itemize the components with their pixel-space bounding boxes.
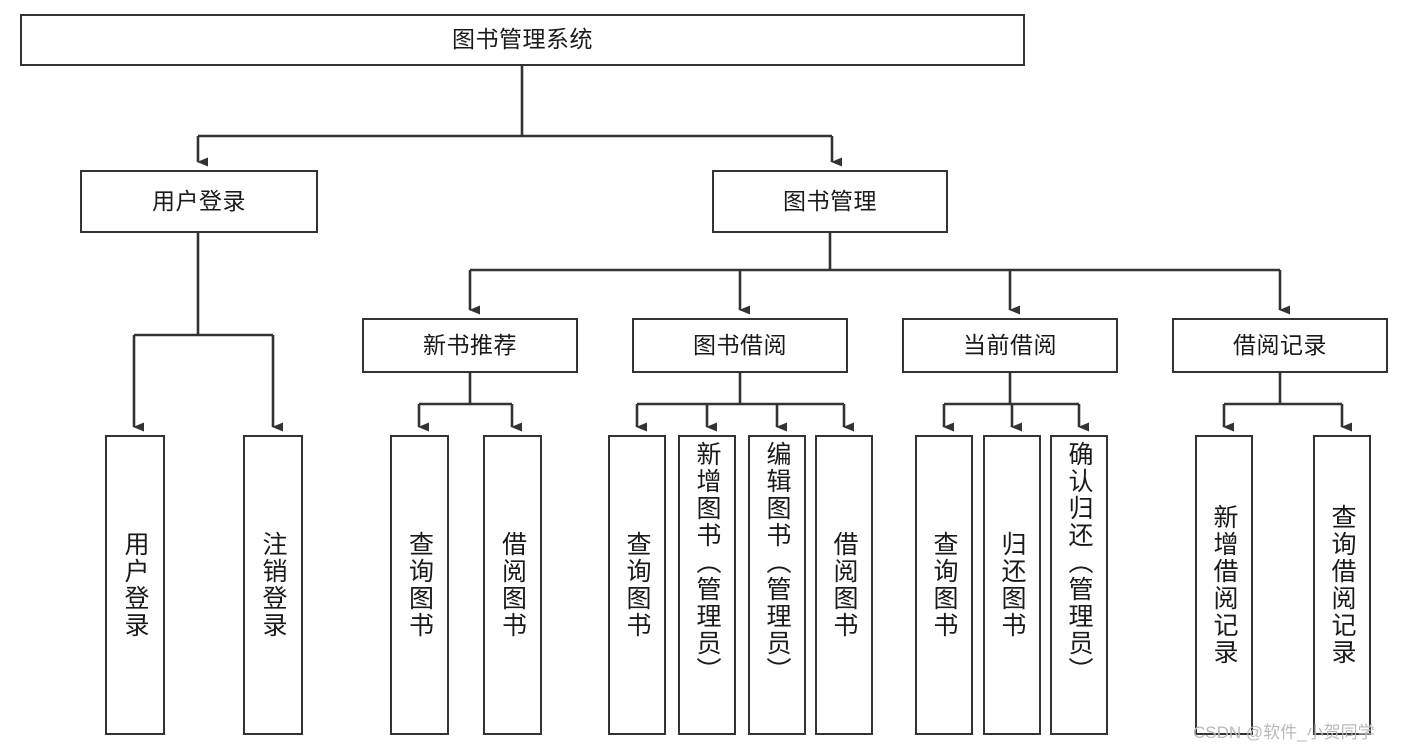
node-leaf-borrow-book-1-label: 借阅图书: [498, 531, 527, 639]
node-leaf-query-book-2[interactable]: 查询图书: [608, 435, 666, 735]
node-book-management[interactable]: 图书管理: [712, 170, 948, 233]
node-new-book-recommend-label: 新书推荐: [423, 331, 517, 358]
node-leaf-user-login[interactable]: 用户登录: [105, 435, 165, 735]
node-leaf-confirm-return[interactable]: 确认归还（管理员）: [1050, 435, 1108, 735]
node-leaf-logout-login[interactable]: 注销登录: [243, 435, 303, 735]
node-leaf-query-borrow-record[interactable]: 查询借阅记录: [1313, 435, 1371, 735]
node-leaf-borrow-book-1[interactable]: 借阅图书: [483, 435, 542, 735]
node-leaf-return-book[interactable]: 归还图书: [983, 435, 1041, 735]
node-leaf-query-book-2-label: 查询图书: [623, 531, 651, 639]
node-book-management-label: 图书管理: [783, 187, 877, 214]
node-leaf-add-borrow-record[interactable]: 新增借阅记录: [1195, 435, 1253, 735]
node-book-borrow[interactable]: 图书借阅: [632, 318, 848, 373]
node-leaf-query-book-3[interactable]: 查询图书: [915, 435, 973, 735]
node-leaf-query-borrow-record-label: 查询借阅记录: [1328, 504, 1356, 666]
node-root-label: 图书管理系统: [452, 26, 593, 53]
node-current-borrow[interactable]: 当前借阅: [902, 318, 1118, 373]
node-root[interactable]: 图书管理系统: [20, 14, 1025, 66]
node-leaf-query-book-1-label: 查询图书: [405, 531, 434, 639]
node-leaf-edit-book-admin-label: 编辑图书（管理员）: [763, 441, 791, 684]
node-leaf-add-book-admin[interactable]: 新增图书（管理员）: [678, 435, 736, 735]
node-borrow-record[interactable]: 借阅记录: [1172, 318, 1388, 373]
node-user-login[interactable]: 用户登录: [80, 170, 318, 233]
node-borrow-record-label: 借阅记录: [1233, 331, 1327, 358]
node-leaf-add-borrow-record-label: 新增借阅记录: [1210, 504, 1238, 666]
node-leaf-edit-book-admin[interactable]: 编辑图书（管理员）: [748, 435, 806, 735]
node-new-book-recommend[interactable]: 新书推荐: [362, 318, 578, 373]
node-leaf-borrow-book-2-label: 借阅图书: [830, 531, 858, 639]
node-user-login-label: 用户登录: [152, 187, 246, 214]
node-leaf-user-login-label: 用户登录: [121, 531, 149, 639]
node-book-borrow-label: 图书借阅: [693, 331, 787, 358]
node-leaf-confirm-return-label: 确认归还（管理员）: [1065, 441, 1093, 684]
node-leaf-return-book-label: 归还图书: [998, 531, 1026, 639]
node-leaf-query-book-1[interactable]: 查询图书: [390, 435, 449, 735]
node-leaf-query-book-3-label: 查询图书: [930, 531, 958, 639]
node-leaf-borrow-book-2[interactable]: 借阅图书: [815, 435, 873, 735]
node-leaf-add-book-admin-label: 新增图书（管理员）: [693, 441, 721, 684]
csdn-watermark: CSDN @软件_小贺同学: [1193, 723, 1375, 742]
node-current-borrow-label: 当前借阅: [963, 331, 1057, 358]
node-leaf-logout-login-label: 注销登录: [259, 531, 287, 639]
